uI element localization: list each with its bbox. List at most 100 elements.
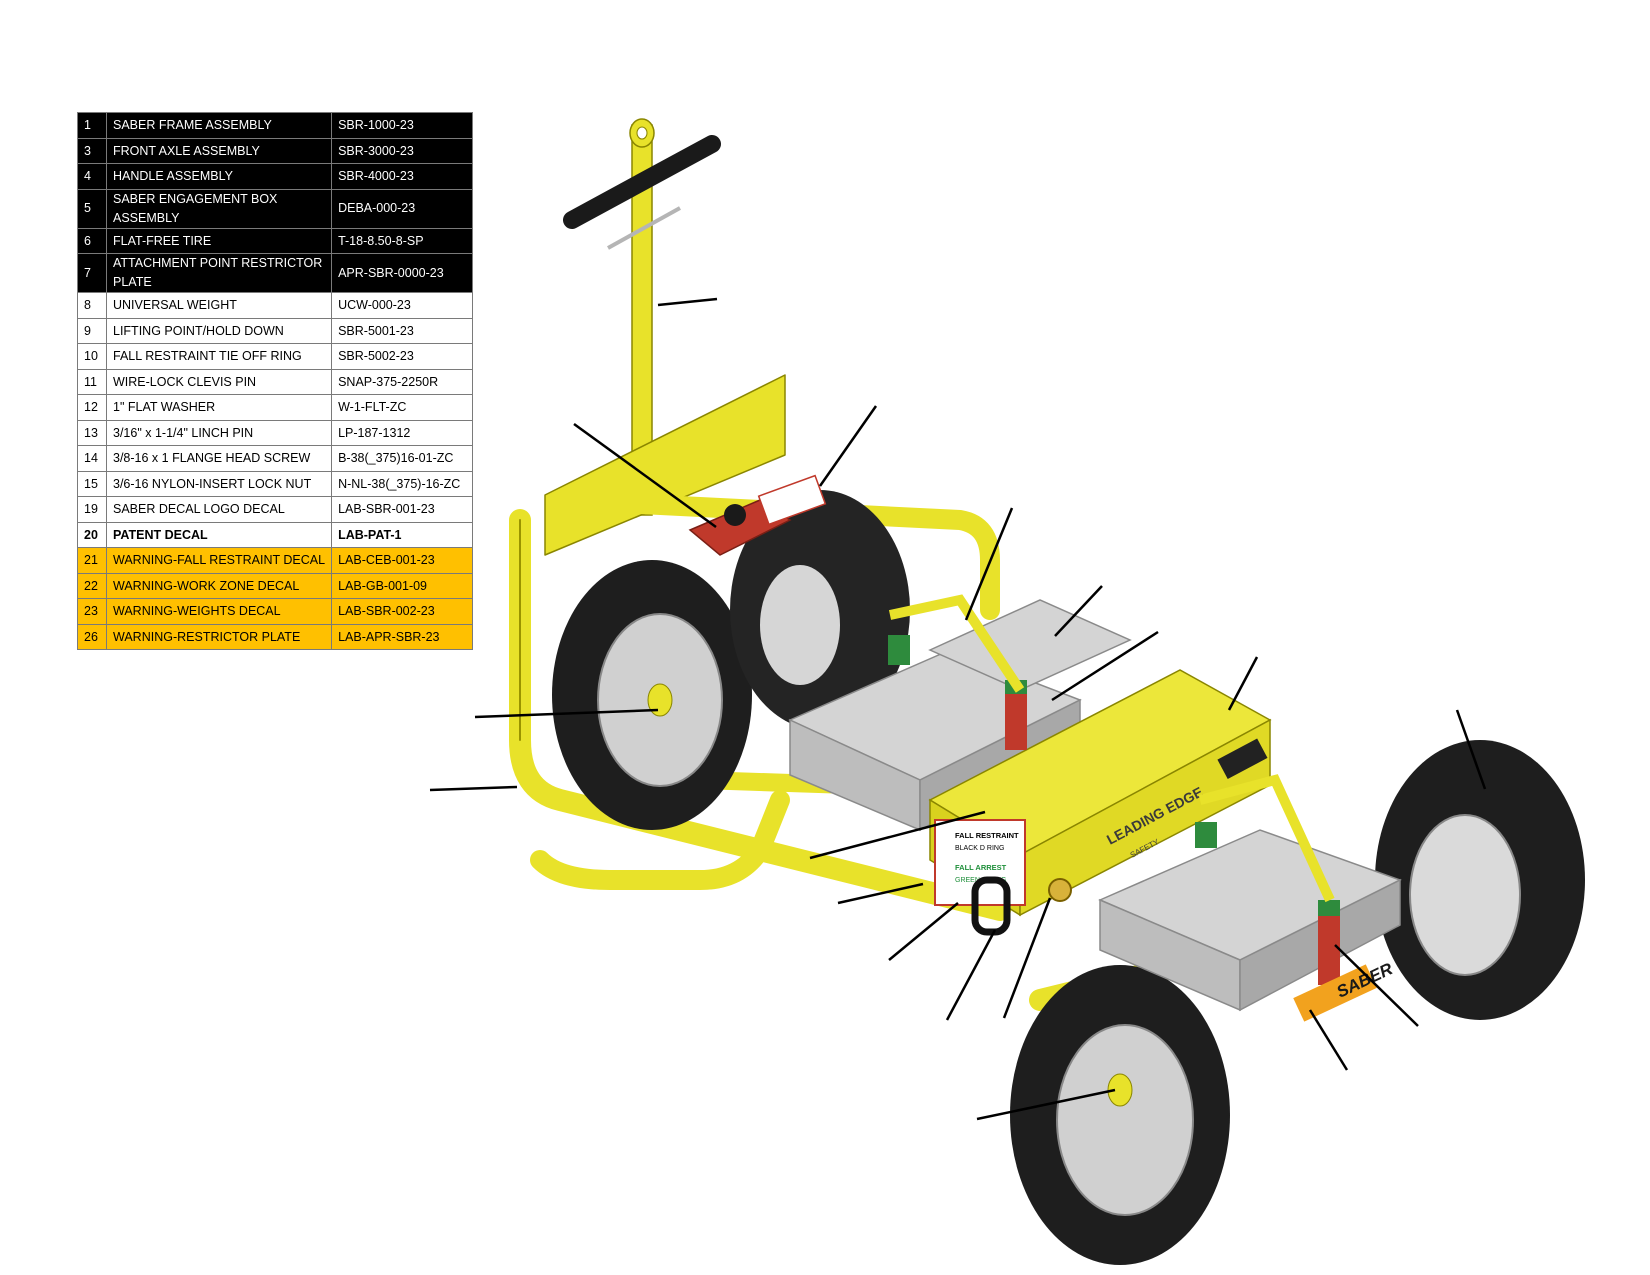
leader-front-tire	[1455, 709, 1487, 790]
tie-off-line-3: FALL ARREST	[955, 863, 1007, 872]
part-description: 1" FLAT WASHER	[105, 394, 333, 421]
leader-screw	[837, 882, 924, 905]
part-description: PATENT DECAL	[105, 521, 333, 548]
leader-tie-off-ring	[945, 929, 997, 1021]
part-description: HANDLE ASSEMBLY	[105, 163, 333, 190]
part-number: SBR-5002-23	[331, 343, 474, 370]
part-item-number: 3	[77, 137, 107, 164]
part-number: APR-SBR-0000-23	[331, 253, 474, 293]
part-number: LAB-GB-001-09	[331, 572, 474, 599]
part-number: SNAP-375-2250R	[331, 368, 474, 395]
tie-off-line-2: BLACK D RING	[955, 845, 1004, 852]
part-item-number: 7	[77, 253, 107, 293]
leader-lock-nut	[888, 902, 959, 961]
handle-assembly	[563, 118, 721, 516]
part-item-number: 15	[77, 470, 107, 497]
part-description: WARNING-FALL RESTRAINT DECAL	[105, 547, 333, 574]
part-item-number: 1	[77, 112, 107, 139]
part-number: SBR-3000-23	[331, 137, 474, 164]
part-item-number: 5	[77, 188, 107, 229]
leader-clevis-pin	[1002, 897, 1052, 1019]
front-right-tire	[1375, 740, 1585, 1020]
part-number: SBR-5001-23	[331, 317, 474, 344]
tie-off-line-1: FALL RESTRAINT	[955, 831, 1019, 840]
part-item-number: 11	[77, 368, 107, 395]
part-description: 3/16" x 1-1/4" LINCH PIN	[105, 419, 333, 446]
part-number: DEBA-000-23	[331, 188, 474, 229]
leader-restrictor-decal	[818, 405, 878, 487]
part-description: SABER ENGAGEMENT BOX ASSEMBLY	[105, 188, 333, 229]
callout-leaders	[429, 297, 1487, 1121]
part-number: LAB-APR-SBR-23	[331, 623, 474, 650]
part-description: FRONT AXLE ASSEMBLY	[105, 137, 333, 164]
attachment-point-restrictor-plate	[688, 474, 827, 556]
leader-restrictor	[573, 422, 717, 529]
part-item-number: 10	[77, 343, 107, 370]
part-description: ATTACHMENT POINT RESTRICTOR PLATE	[105, 253, 333, 293]
leader-weight-rear	[1054, 585, 1103, 637]
leader-handle	[657, 297, 718, 307]
part-item-number: 4	[77, 163, 107, 190]
part-description: UNIVERSAL WEIGHT	[105, 292, 333, 319]
part-item-number: 19	[77, 496, 107, 523]
lifting-point-rear	[888, 594, 1027, 750]
part-number: LAB-SBR-001-23	[331, 496, 474, 523]
part-number: LAB-SBR-002-23	[331, 598, 474, 625]
fall-restraint-decal: FALL RESTRAINT BLACK D RING FALL ARREST …	[934, 819, 1026, 906]
part-item-number: 20	[77, 521, 107, 548]
part-description: FLAT-FREE TIRE	[105, 227, 333, 254]
part-description: WIRE-LOCK CLEVIS PIN	[105, 368, 333, 395]
tie-off-ring	[971, 876, 1072, 936]
front-left-tire	[1010, 965, 1230, 1265]
part-description: 3/8-16 x 1 FLANGE HEAD SCREW	[105, 445, 333, 472]
part-item-number: 12	[77, 394, 107, 421]
part-description: WARNING-WEIGHTS DECAL	[105, 598, 333, 625]
part-item-number: 22	[77, 572, 107, 599]
leader-weights-decal	[1051, 630, 1159, 702]
part-number: W-1-FLT-ZC	[331, 394, 474, 421]
rear-left-tire	[552, 560, 752, 830]
part-description: 3/6-16 NYLON-INSERT LOCK NUT	[105, 470, 333, 497]
leader-engagement-box	[1227, 656, 1259, 711]
part-number: B-38(_375)16-01-ZC	[331, 445, 474, 472]
part-description: SABER FRAME ASSEMBLY	[105, 112, 333, 139]
part-item-number: 21	[77, 547, 107, 574]
leader-rear-axle-washer	[474, 708, 659, 719]
part-description: LIFTING POINT/HOLD DOWN	[105, 317, 333, 344]
lifting-point-front	[1195, 774, 1340, 985]
leader-saber-decal	[1308, 1009, 1349, 1071]
leader-lifting-point-rear	[964, 507, 1014, 621]
part-description: WARNING-RESTRICTOR PLATE	[105, 623, 333, 650]
part-description: WARNING-WORK ZONE DECAL	[105, 572, 333, 599]
part-number: LAB-PAT-1	[331, 521, 474, 548]
leader-lifting-point-front	[1334, 944, 1419, 1027]
part-description: FALL RESTRAINT TIE OFF RING	[105, 343, 333, 370]
part-number: SBR-1000-23	[331, 112, 474, 139]
part-item-number: 23	[77, 598, 107, 625]
part-item-number: 8	[77, 292, 107, 319]
leader-frame	[429, 785, 518, 792]
part-item-number: 14	[77, 445, 107, 472]
part-number: LAB-CEB-001-23	[331, 547, 474, 574]
part-number: T-18-8.50-8-SP	[331, 227, 474, 254]
part-item-number: 13	[77, 419, 107, 446]
